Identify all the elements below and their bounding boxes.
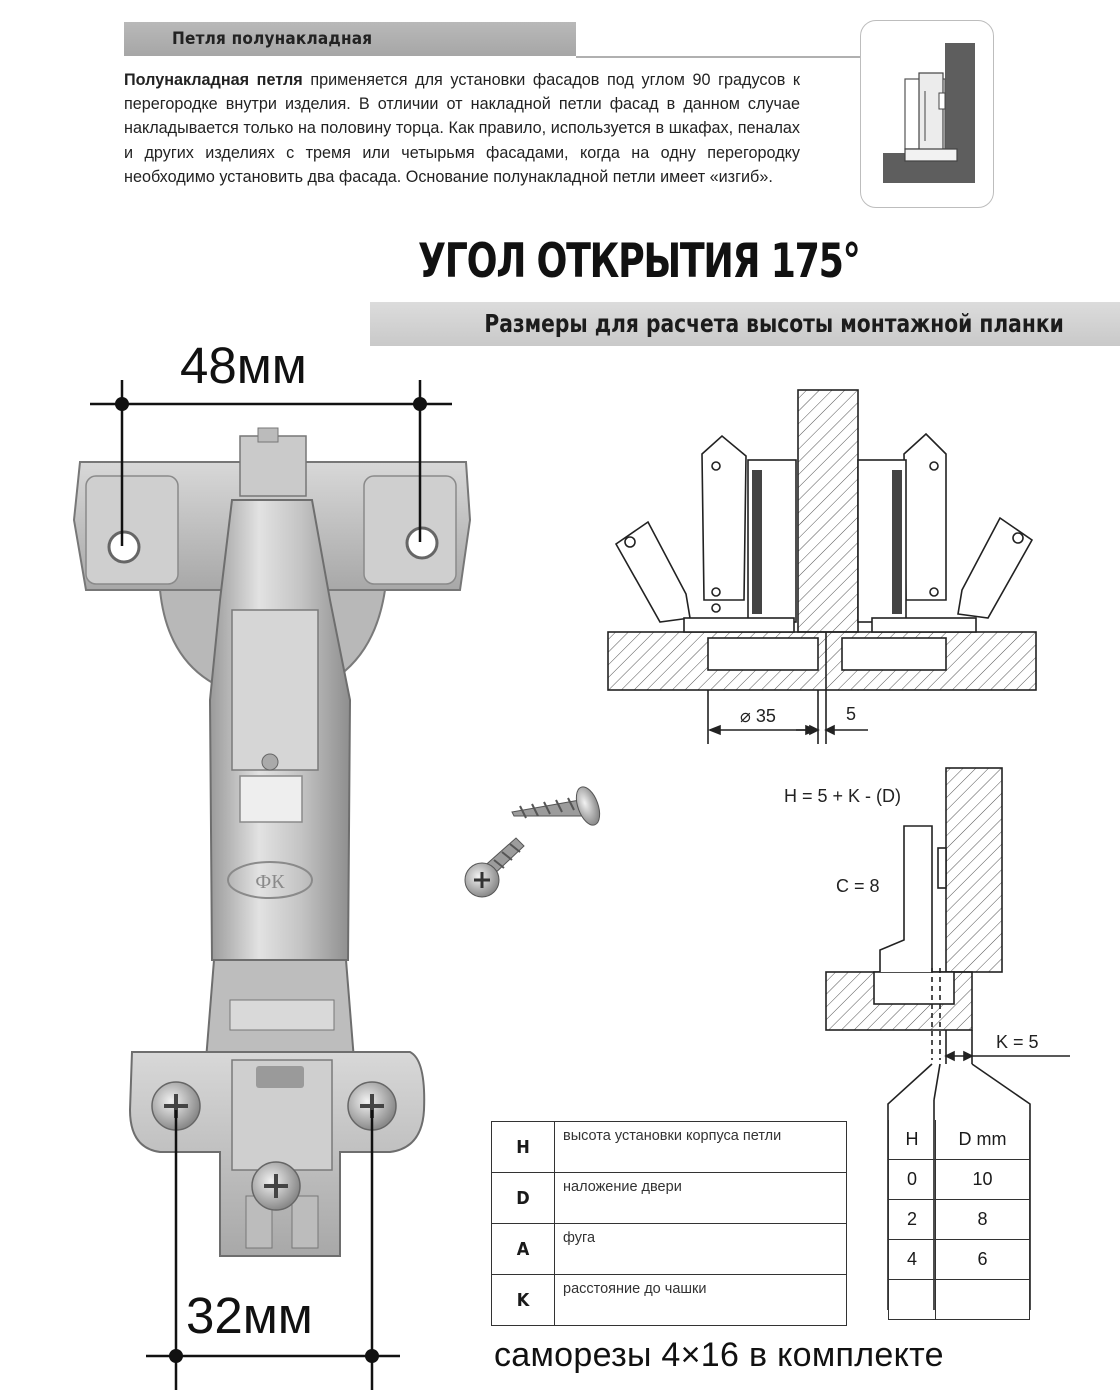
h-value: 2 xyxy=(888,1199,936,1240)
h-d-row: 4 6 xyxy=(888,1239,1030,1280)
opening-angle-title: УГОЛ ОТКРЫТИЯ 175° xyxy=(418,234,861,289)
h-d-row: 0 10 xyxy=(888,1159,1030,1200)
legend-row: K расстояние до чашки xyxy=(491,1274,847,1326)
gap-label: 5 xyxy=(846,704,856,724)
intro-text: применяется для установки фасадов под уг… xyxy=(124,71,800,186)
legend-row: H высота установки корпуса петли xyxy=(491,1121,847,1173)
half-overlay-thumbnail-drawing xyxy=(883,43,975,183)
legend-desc: фуга xyxy=(554,1223,847,1275)
height-formula: H = 5 + K - (D) xyxy=(784,786,901,806)
d-value xyxy=(935,1279,1030,1320)
base-screw-center xyxy=(251,1161,301,1211)
legend-row: D наложение двери xyxy=(491,1172,847,1224)
loose-screw-1 xyxy=(511,786,601,826)
legend-row: A фуга xyxy=(491,1223,847,1275)
base-screw-left xyxy=(151,1081,201,1131)
dimension-48-label: 48мм xyxy=(180,337,307,394)
hinge-logo: ФК xyxy=(255,871,285,893)
h-value: 0 xyxy=(888,1159,936,1200)
legend-desc: высота установки корпуса петли xyxy=(554,1121,847,1173)
diameter-label: ⌀ 35 xyxy=(740,706,776,726)
section-header-title: Петля полунакладная xyxy=(172,29,373,49)
h-value xyxy=(888,1279,936,1320)
h-column-header: H xyxy=(888,1120,936,1160)
legend-table: H высота установки корпуса петли D налож… xyxy=(491,1121,847,1326)
side-section-diagram xyxy=(825,767,1070,1310)
legend-key: H xyxy=(491,1121,555,1173)
half-overlay-thumbnail xyxy=(860,20,994,208)
legend-key: K xyxy=(491,1274,555,1326)
intro-paragraph: Полунакладная петля применяется для уста… xyxy=(124,68,800,189)
d-value: 6 xyxy=(935,1239,1030,1280)
d-value: 8 xyxy=(935,1199,1030,1240)
d-value: 10 xyxy=(935,1159,1030,1200)
dimension-32-label: 32мм xyxy=(186,1287,313,1344)
section-header-bar: Петля полунакладная xyxy=(124,22,576,56)
h-value: 4 xyxy=(888,1239,936,1280)
loose-screw-2 xyxy=(464,837,525,898)
legend-key: D xyxy=(491,1172,555,1224)
legend-desc: расстояние до чашки xyxy=(554,1274,847,1326)
h-d-row xyxy=(888,1279,1030,1320)
dimension-48mm xyxy=(90,380,452,546)
h-d-row: 2 8 xyxy=(888,1199,1030,1240)
base-screw-right xyxy=(347,1081,397,1131)
h-d-table: H D mm 0 10 2 8 4 6 xyxy=(888,1120,1030,1320)
legend-desc: наложение двери xyxy=(554,1172,847,1224)
legend-key: A xyxy=(491,1223,555,1275)
c-label: C = 8 xyxy=(836,876,880,896)
header-divider xyxy=(576,56,860,58)
intro-lead: Полунакладная петля xyxy=(124,71,303,89)
k-label: K = 5 xyxy=(996,1032,1039,1052)
screws-caption: саморезы 4×16 в комплекте xyxy=(494,1336,944,1374)
section-subtitle: Размеры для расчета высоты монтажной пла… xyxy=(484,309,1064,338)
d-column-header: D mm xyxy=(935,1120,1030,1160)
section-subtitle-bar: Размеры для расчета высоты монтажной пла… xyxy=(370,302,1120,346)
dimension-32mm xyxy=(146,1110,400,1390)
hinge-photo: ФК xyxy=(72,427,472,1257)
top-section-diagram xyxy=(607,389,1037,744)
h-d-header-row: H D mm xyxy=(888,1120,1030,1160)
